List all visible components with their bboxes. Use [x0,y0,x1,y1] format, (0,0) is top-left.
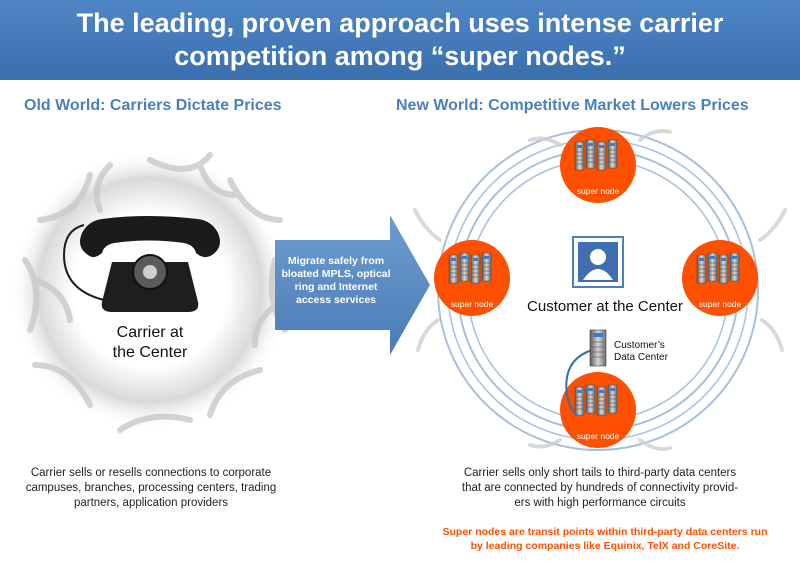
new-world-caption: Carrier sells only short tails to third-… [440,466,760,511]
super-node-note: Super nodes are transit points within th… [420,525,790,553]
user-avatar-icon [572,236,624,288]
note-line-2: by leading companies like Equinix, TelX … [470,540,740,552]
super-node-right-label: super node [698,299,742,309]
super-node-top [560,127,636,203]
title-banner: The leading, proven approach uses intens… [0,0,800,80]
old-caption-line-1: Carrier sells or resells connections to … [30,467,272,479]
super-node-left-label: super node [450,299,494,309]
title-line-1: The leading, proven approach uses intens… [76,8,724,38]
old-world-caption: Carrier sells or resells connections to … [20,466,282,511]
new-caption-line-1: Carrier sells only short tails to third-… [463,467,737,479]
telephone-icon [62,216,220,312]
migration-arrow [275,215,430,355]
arrow-line-4: access services [296,294,376,306]
note-line-1: Super nodes are transit points within th… [442,526,768,538]
datacenter-label-line-2: Data Center [614,352,668,363]
node-wisps [413,129,787,451]
new-world-heading: New World: Competitive Market Lowers Pri… [396,97,749,114]
super-node-top-label: super node [576,186,620,196]
old-world-heading: Old World: Carriers Dictate Prices [24,97,282,114]
new-caption-line-3: ers with high performance circuits [514,497,686,509]
arrow-line-3: ring and Internet [294,281,378,293]
carrier-label-line-1: Carrier at [116,324,184,341]
super-node-bottom [560,372,636,448]
customer-center-label: Customer at the Center [527,298,683,315]
old-caption-line-3: partners, application providers [73,497,229,509]
migration-arrow-text: Migrate safely from bloated MPLS, optica… [278,255,394,307]
datacenter-label-line-1: Customer’s [614,340,665,351]
customer-datacenter-label: Customer’s Data Center [614,340,684,364]
carrier-label-line-2: the Center [112,344,188,361]
arrow-line-1: Migrate safely from [287,255,385,267]
server-rack-icon [589,329,607,367]
arrow-line-2: bloated MPLS, optical [281,268,391,280]
super-node-right [682,240,758,316]
super-node-bottom-label: super node [576,431,620,441]
datacenter-link [565,349,593,416]
new-caption-line-2: that are connected by hundreds of connec… [461,482,739,494]
super-node-left [434,240,510,316]
carrier-center-label: Carrier at the Center [95,323,205,363]
title-line-2: competition among “super nodes.” [174,41,626,71]
old-caption-line-2: campuses, branches, processing centers, … [25,482,277,494]
